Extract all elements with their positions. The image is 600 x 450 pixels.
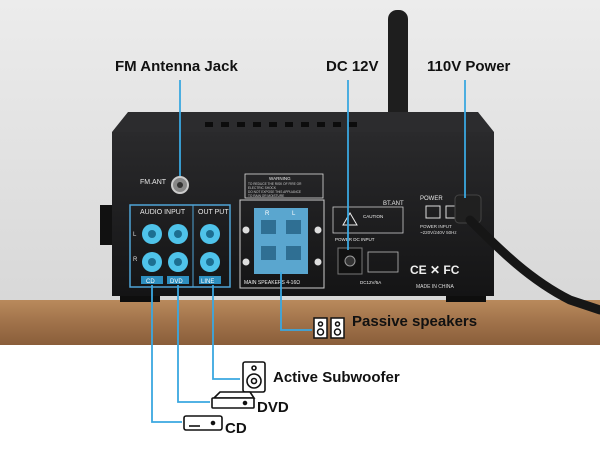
dc-jack-socket	[344, 255, 356, 267]
output-label: OUT PUT	[198, 209, 229, 216]
passive-speakers-callout: Passive speakers	[352, 313, 478, 330]
house-symbol-icon	[425, 205, 441, 219]
caution-sticker	[332, 206, 404, 234]
channel-r-label: R	[133, 257, 138, 263]
left-side-edge	[100, 205, 112, 245]
dvd-tag	[167, 276, 189, 284]
fm-jack-center	[177, 182, 183, 188]
line-tag	[199, 276, 221, 284]
audio-input-frame	[129, 204, 231, 288]
rca-cd-left[interactable]	[142, 224, 162, 244]
lower-white-area	[0, 345, 600, 450]
cd-callout: CD	[225, 420, 247, 437]
power-label: POWER	[420, 196, 443, 202]
speaker-terminal-block[interactable]	[254, 208, 308, 274]
active-subwoofer-callout: Active Subwoofer	[273, 369, 400, 386]
power-input-label: POWER INPUT	[420, 224, 452, 229]
rca-line-left[interactable]	[200, 224, 220, 244]
bt-ant-label: BT.ANT	[383, 201, 404, 207]
callout-lines	[151, 80, 466, 423]
rca-cd-right[interactable]	[142, 252, 162, 272]
subwoofer-icon	[242, 361, 266, 393]
minus-marker-right	[314, 258, 322, 266]
dc-rating-label: DC12V/5A	[360, 280, 381, 285]
channel-l-label: L	[133, 232, 137, 238]
top-vents	[205, 122, 357, 127]
terminal-l-label: L	[292, 211, 296, 217]
rca-dvd-left[interactable]	[168, 224, 188, 244]
terminal-r-neg[interactable]	[261, 246, 276, 260]
ce-fc-marks: CE ✕ FC	[410, 263, 460, 277]
fm-antenna-callout: FM Antenna Jack	[115, 58, 238, 75]
terminal-r-pos[interactable]	[261, 220, 276, 234]
rca-line-right[interactable]	[200, 252, 220, 272]
cd-tag-label: CD	[146, 279, 155, 285]
power-cord	[465, 215, 600, 315]
line-cd	[151, 285, 182, 423]
foot-right	[446, 296, 486, 302]
rca-jacks	[142, 224, 220, 272]
main-speakers-label: MAIN SPEAKERS 4-16Ω	[244, 280, 300, 286]
made-in-label: MADE IN CHINA	[416, 284, 454, 290]
battery-symbol-icon	[367, 251, 399, 273]
minus-marker-left	[242, 258, 250, 266]
speaker-terminal-frame	[239, 199, 325, 289]
dvd-callout: DVD	[257, 399, 289, 416]
terminal-l-neg[interactable]	[286, 246, 301, 260]
cd-player-icon	[183, 415, 223, 431]
dvd-tag-label: DVD	[170, 279, 183, 285]
dvd-player-icon	[211, 391, 256, 409]
plus-marker-left	[242, 226, 250, 234]
line-tag-label: LINE	[201, 279, 214, 285]
line-dvd	[177, 285, 210, 403]
warning-line-2: ELECTRIC SHOCK	[248, 186, 277, 190]
caution-label: CAUTION	[363, 214, 383, 219]
caution-triangle-icon	[342, 212, 358, 226]
power-input-spec: ~220V/240V 50Hz	[420, 230, 457, 235]
line-subwoofer	[212, 285, 240, 380]
foot-left	[120, 296, 160, 302]
dc-12v-callout: DC 12V	[326, 58, 379, 75]
passive-speaker-icon	[313, 317, 345, 339]
cd-tag	[141, 276, 163, 284]
power-dc-input-label: POWER DC INPUT	[335, 237, 375, 242]
warning-line-4: TO RAIN OR MOISTURE	[248, 194, 284, 198]
terminal-l-pos[interactable]	[286, 220, 301, 234]
power-110v-callout: 110V Power	[427, 58, 511, 75]
wooden-shelf	[0, 300, 600, 345]
audio-input-label: AUDIO INPUT	[140, 209, 186, 216]
plus-marker-right	[314, 226, 322, 234]
warning-title: WARNING	[269, 176, 291, 181]
warning-sticker	[244, 173, 324, 199]
terminal-r-label: R	[265, 211, 270, 217]
rca-dvd-right[interactable]	[168, 252, 188, 272]
warning-line-3: DO NOT EXPOSE THIS APPLIANCE	[248, 190, 301, 194]
line-passive-speakers	[280, 272, 312, 331]
fm-ant-label: FM.ANT	[140, 179, 167, 186]
warning-line-1: TO REDUCE THE RISK OF FIRE OR	[248, 182, 302, 186]
